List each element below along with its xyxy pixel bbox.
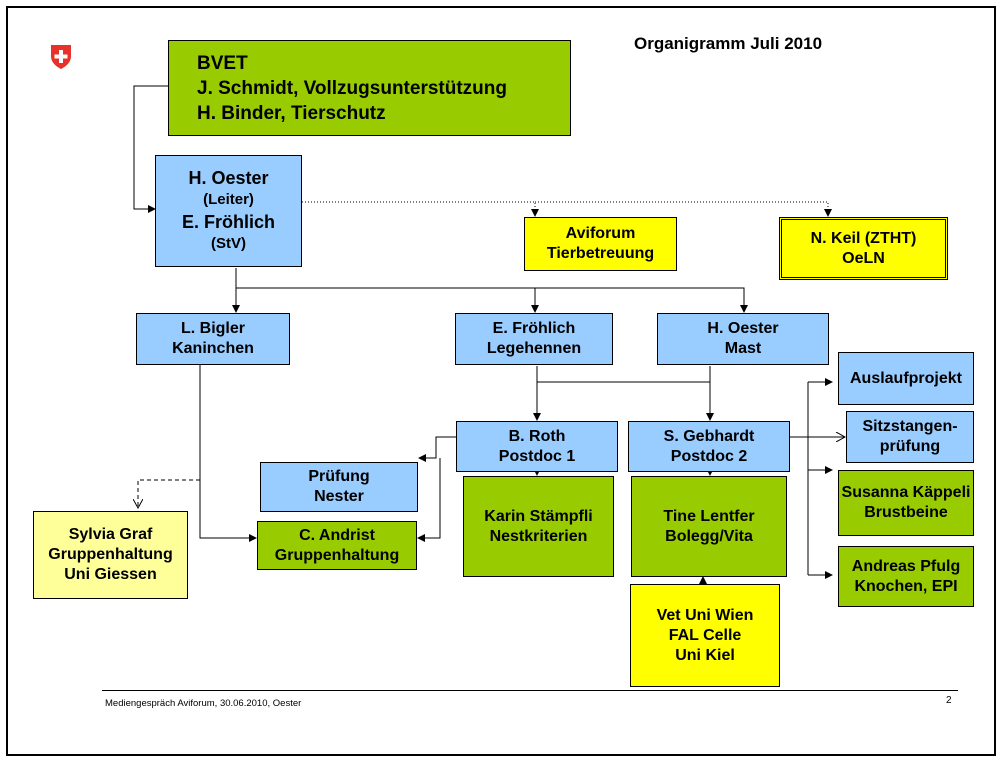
box-pruefung: Prüfung Nester bbox=[260, 462, 418, 512]
page-number: 2 bbox=[946, 695, 952, 706]
box-line: E. Fröhlich bbox=[181, 212, 275, 232]
box-line: Uni Kiel bbox=[675, 646, 735, 664]
box-line: Postdoc 2 bbox=[670, 447, 748, 465]
box-staempfli: Karin Stämpfli Nestkriterien bbox=[463, 476, 614, 577]
box-graf: Sylvia Graf Gruppenhaltung Uni Giessen bbox=[33, 511, 188, 599]
box-line: C. Andrist bbox=[299, 526, 375, 544]
box-line: N. Keil (ZTHT) bbox=[810, 229, 917, 247]
box-line: H. Binder, Tierschutz bbox=[197, 102, 386, 124]
box-line: Aviforum bbox=[565, 225, 636, 242]
box-bvet: BVET J. Schmidt, Vollzugsunterstützung H… bbox=[168, 40, 571, 136]
footer-text: Mediengespräch Aviforum, 30.06.2010, Oes… bbox=[105, 698, 302, 709]
box-kaeppeli: Susanna Käppeli Brustbeine bbox=[838, 470, 974, 536]
box-wien: Vet Uni Wien FAL Celle Uni Kiel bbox=[630, 584, 780, 687]
line-aviforum-keil bbox=[535, 201, 832, 217]
box-oester-mast: H. Oester Mast bbox=[657, 313, 829, 365]
box-line: Gruppenhaltung bbox=[274, 546, 400, 564]
box-gebhardt: S. Gebhardt Postdoc 2 bbox=[628, 421, 790, 472]
box-line: Brustbeine bbox=[864, 504, 948, 521]
line-bigler-graf bbox=[138, 479, 200, 508]
line-bvet-oester bbox=[133, 85, 168, 213]
box-sitzstangen: Sitzstangen- prüfung bbox=[846, 411, 974, 463]
box-line: H. Oester bbox=[707, 320, 779, 337]
box-line: B. Roth bbox=[508, 427, 566, 445]
line-oester-aviforum bbox=[302, 201, 539, 217]
box-line: Susanna Käppeli bbox=[841, 484, 971, 501]
box-line: Auslaufprojekt bbox=[849, 369, 962, 387]
swiss-cross-shield-icon bbox=[51, 45, 71, 69]
box-line: (Leiter) bbox=[203, 191, 254, 208]
box-oester-leiter: H. Oester (Leiter) E. Fröhlich (StV) bbox=[155, 155, 302, 267]
box-line: (StV) bbox=[211, 235, 246, 252]
box-line: Prüfung bbox=[308, 468, 370, 485]
box-line: Tine Lentfer bbox=[663, 507, 755, 525]
box-keil: N. Keil (ZTHT) OeLN bbox=[779, 217, 948, 280]
box-line: prüfung bbox=[879, 438, 941, 455]
box-line: Sylvia Graf bbox=[68, 526, 153, 543]
box-andrist: C. Andrist Gruppenhaltung bbox=[257, 521, 417, 570]
box-line: OeLN bbox=[842, 249, 885, 267]
box-bigler: L. Bigler Kaninchen bbox=[136, 313, 290, 365]
box-pfulg: Andreas Pfulg Knochen, EPI bbox=[838, 546, 974, 607]
line-roth-pruefung bbox=[418, 436, 456, 462]
box-line: Andreas Pfulg bbox=[851, 557, 961, 575]
box-auslauf: Auslaufprojekt bbox=[838, 352, 974, 405]
box-line: L. Bigler bbox=[180, 320, 245, 337]
box-line: Legehennen bbox=[486, 340, 582, 357]
box-line: Kaninchen bbox=[172, 340, 254, 357]
box-line: Gruppenhaltung bbox=[48, 546, 173, 563]
line-level3-bus bbox=[236, 287, 748, 313]
footer-divider bbox=[102, 690, 958, 691]
box-line: Sitzstangen- bbox=[862, 418, 958, 435]
box-line: S. Gebhardt bbox=[663, 427, 755, 445]
box-line: Nestkriterien bbox=[489, 527, 588, 545]
line-bigler-andrist bbox=[199, 365, 257, 542]
box-line: Karin Stämpfli bbox=[484, 507, 593, 525]
box-roth: B. Roth Postdoc 1 bbox=[456, 421, 618, 472]
box-line: Uni Giessen bbox=[64, 566, 157, 583]
box-line: BVET bbox=[197, 52, 248, 74]
box-line: Bolegg/Vita bbox=[665, 527, 753, 545]
box-froehlich: E. Fröhlich Legehennen bbox=[455, 313, 613, 365]
box-line: Postdoc 1 bbox=[498, 447, 576, 465]
box-line: Mast bbox=[724, 340, 762, 357]
box-line: Vet Uni Wien bbox=[656, 606, 754, 624]
box-line: J. Schmidt, Vollzugsunterstützung bbox=[197, 77, 507, 99]
box-aviforum: Aviforum Tierbetreuung bbox=[524, 217, 677, 271]
box-line: E. Fröhlich bbox=[492, 320, 576, 337]
box-line: Knochen, EPI bbox=[854, 577, 958, 595]
box-line: Nester bbox=[314, 488, 364, 505]
page-title: Organigramm Juli 2010 bbox=[634, 34, 823, 53]
box-line: H. Oester bbox=[188, 168, 269, 188]
box-line: FAL Celle bbox=[668, 626, 742, 644]
box-line: Tierbetreuung bbox=[546, 245, 655, 262]
box-lentfer: Tine Lentfer Bolegg/Vita bbox=[631, 476, 787, 577]
line-roth-andrist bbox=[417, 458, 441, 542]
